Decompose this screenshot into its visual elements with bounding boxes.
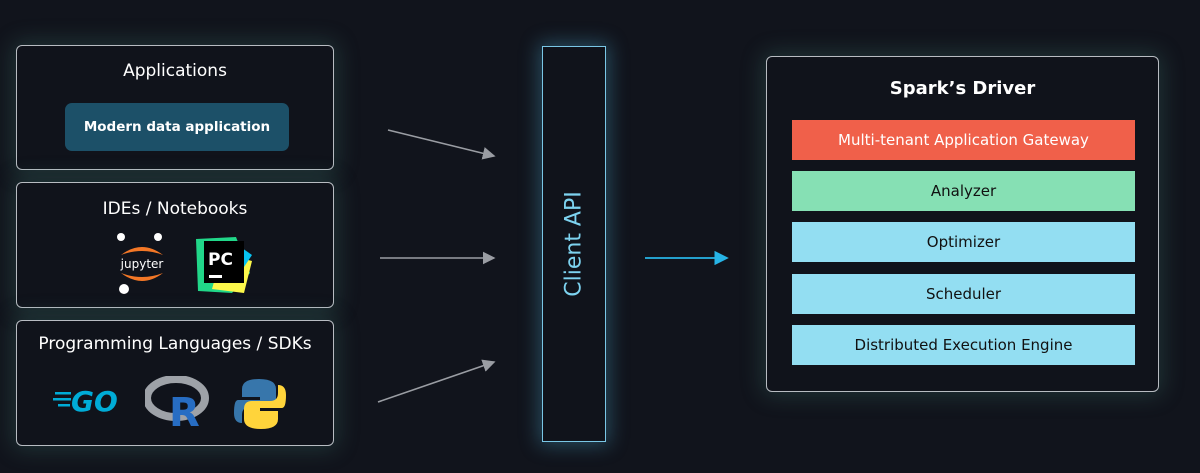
r-logo-icon: R	[145, 376, 209, 428]
applications-box: Applications Modern data application	[16, 45, 334, 170]
jupyter-logo-icon: jupyter	[117, 233, 164, 294]
client-api-box: Client API	[542, 46, 606, 442]
layer-gateway: Multi-tenant Application Gateway	[792, 120, 1135, 160]
layer-optimizer: Optimizer	[792, 222, 1135, 262]
spark-driver-box: Spark’s Driver Multi-tenant Application …	[766, 56, 1159, 392]
arrow-sdks	[377, 359, 496, 403]
spark-driver-title: Spark’s Driver	[889, 78, 1036, 99]
arrow-applications	[387, 129, 496, 160]
layer-scheduler: Scheduler	[792, 274, 1135, 314]
client-api-label: Client API	[561, 191, 587, 297]
sdks-box: Programming Languages / SDKs GO R python	[16, 320, 334, 446]
go-text: GO	[71, 385, 118, 417]
ides-title: IDEs / Notebooks	[102, 199, 248, 219]
modern-data-application: Modern data application	[65, 103, 289, 151]
jupyter-text: jupyter	[120, 257, 164, 271]
layer-analyzer: Analyzer	[792, 171, 1135, 211]
pycharm-text: PC	[208, 250, 233, 270]
layer-execution-engine: Distributed Execution Engine	[792, 325, 1135, 365]
go-logo-icon: GO	[53, 385, 118, 417]
applications-title: Applications	[123, 61, 227, 81]
python-logo-icon: python	[234, 379, 286, 429]
sdks-title: Programming Languages / SDKs	[38, 334, 312, 354]
r-text: R	[169, 390, 200, 428]
ides-box: IDEs / Notebooks jupyter PC	[16, 182, 334, 308]
pycharm-logo-icon: PC	[196, 237, 252, 293]
